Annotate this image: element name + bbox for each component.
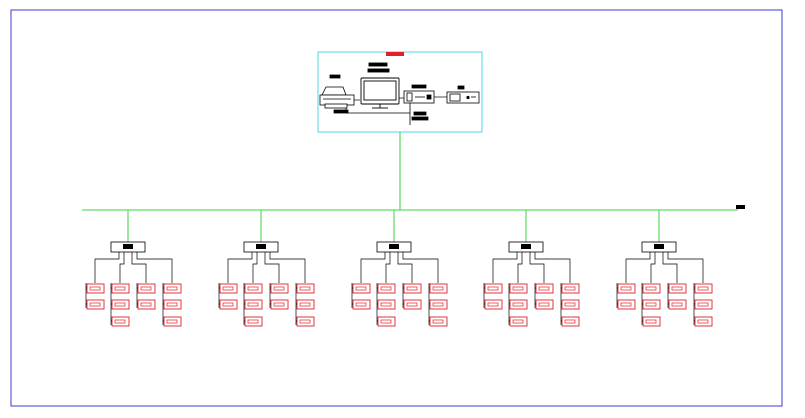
field-device bbox=[352, 299, 371, 310]
field-device bbox=[429, 299, 448, 310]
field-device bbox=[86, 283, 105, 294]
drawing-frame bbox=[10, 9, 783, 407]
field-device bbox=[561, 299, 580, 310]
field-device bbox=[642, 283, 661, 294]
field-device bbox=[509, 299, 528, 310]
field-device bbox=[163, 299, 182, 310]
field-device bbox=[694, 316, 713, 327]
field-device bbox=[484, 283, 503, 294]
field-device bbox=[296, 283, 315, 294]
field-device bbox=[296, 316, 315, 327]
field-device bbox=[484, 299, 503, 310]
field-device bbox=[617, 299, 636, 310]
field-device bbox=[137, 283, 156, 294]
station-wiring bbox=[85, 252, 173, 325]
monitor-icon bbox=[360, 62, 400, 109]
field-device bbox=[642, 299, 661, 310]
field-device bbox=[244, 283, 263, 294]
field-device bbox=[111, 299, 130, 310]
station-hub-label bbox=[521, 244, 531, 249]
field-device bbox=[163, 283, 182, 294]
control-room bbox=[317, 51, 483, 133]
field-device bbox=[219, 283, 238, 294]
field-stations bbox=[85, 210, 713, 327]
field-device bbox=[429, 316, 448, 327]
field-device bbox=[377, 283, 396, 294]
field-device bbox=[668, 283, 687, 294]
field-device bbox=[561, 283, 580, 294]
field-device bbox=[270, 283, 289, 294]
bus-end-tag bbox=[736, 205, 745, 209]
field-station bbox=[616, 210, 713, 327]
field-device bbox=[137, 299, 156, 310]
field-device bbox=[535, 283, 554, 294]
station-wiring bbox=[351, 252, 439, 325]
field-device bbox=[86, 299, 105, 310]
station-hub-label bbox=[123, 244, 133, 249]
field-device bbox=[617, 283, 636, 294]
converter-icon bbox=[403, 84, 435, 125]
field-device bbox=[296, 299, 315, 310]
station-hub-label bbox=[654, 244, 664, 249]
field-device bbox=[403, 299, 422, 310]
server-icon bbox=[446, 85, 480, 104]
field-device bbox=[111, 316, 130, 327]
field-device bbox=[668, 299, 687, 310]
field-device bbox=[111, 283, 130, 294]
field-device bbox=[694, 283, 713, 294]
field-device bbox=[244, 316, 263, 327]
field-station bbox=[85, 210, 182, 327]
field-device bbox=[509, 283, 528, 294]
network-bus bbox=[82, 132, 745, 211]
field-device bbox=[642, 316, 661, 327]
field-device bbox=[163, 316, 182, 327]
field-station bbox=[351, 210, 448, 327]
field-station bbox=[218, 210, 315, 327]
field-device bbox=[352, 283, 371, 294]
field-device bbox=[270, 299, 289, 310]
field-device bbox=[694, 299, 713, 310]
printer-icon bbox=[319, 74, 355, 114]
field-device bbox=[244, 299, 263, 310]
field-device bbox=[377, 299, 396, 310]
field-device bbox=[429, 283, 448, 294]
control-room-title-tag bbox=[386, 52, 404, 56]
field-device bbox=[219, 299, 238, 310]
field-device bbox=[509, 316, 528, 327]
station-hub-label bbox=[256, 244, 266, 249]
field-device bbox=[377, 316, 396, 327]
control-room-cabling bbox=[345, 96, 447, 114]
field-station bbox=[483, 210, 580, 327]
field-device bbox=[535, 299, 554, 310]
station-hub-label bbox=[389, 244, 399, 249]
field-device bbox=[561, 316, 580, 327]
field-device bbox=[403, 283, 422, 294]
